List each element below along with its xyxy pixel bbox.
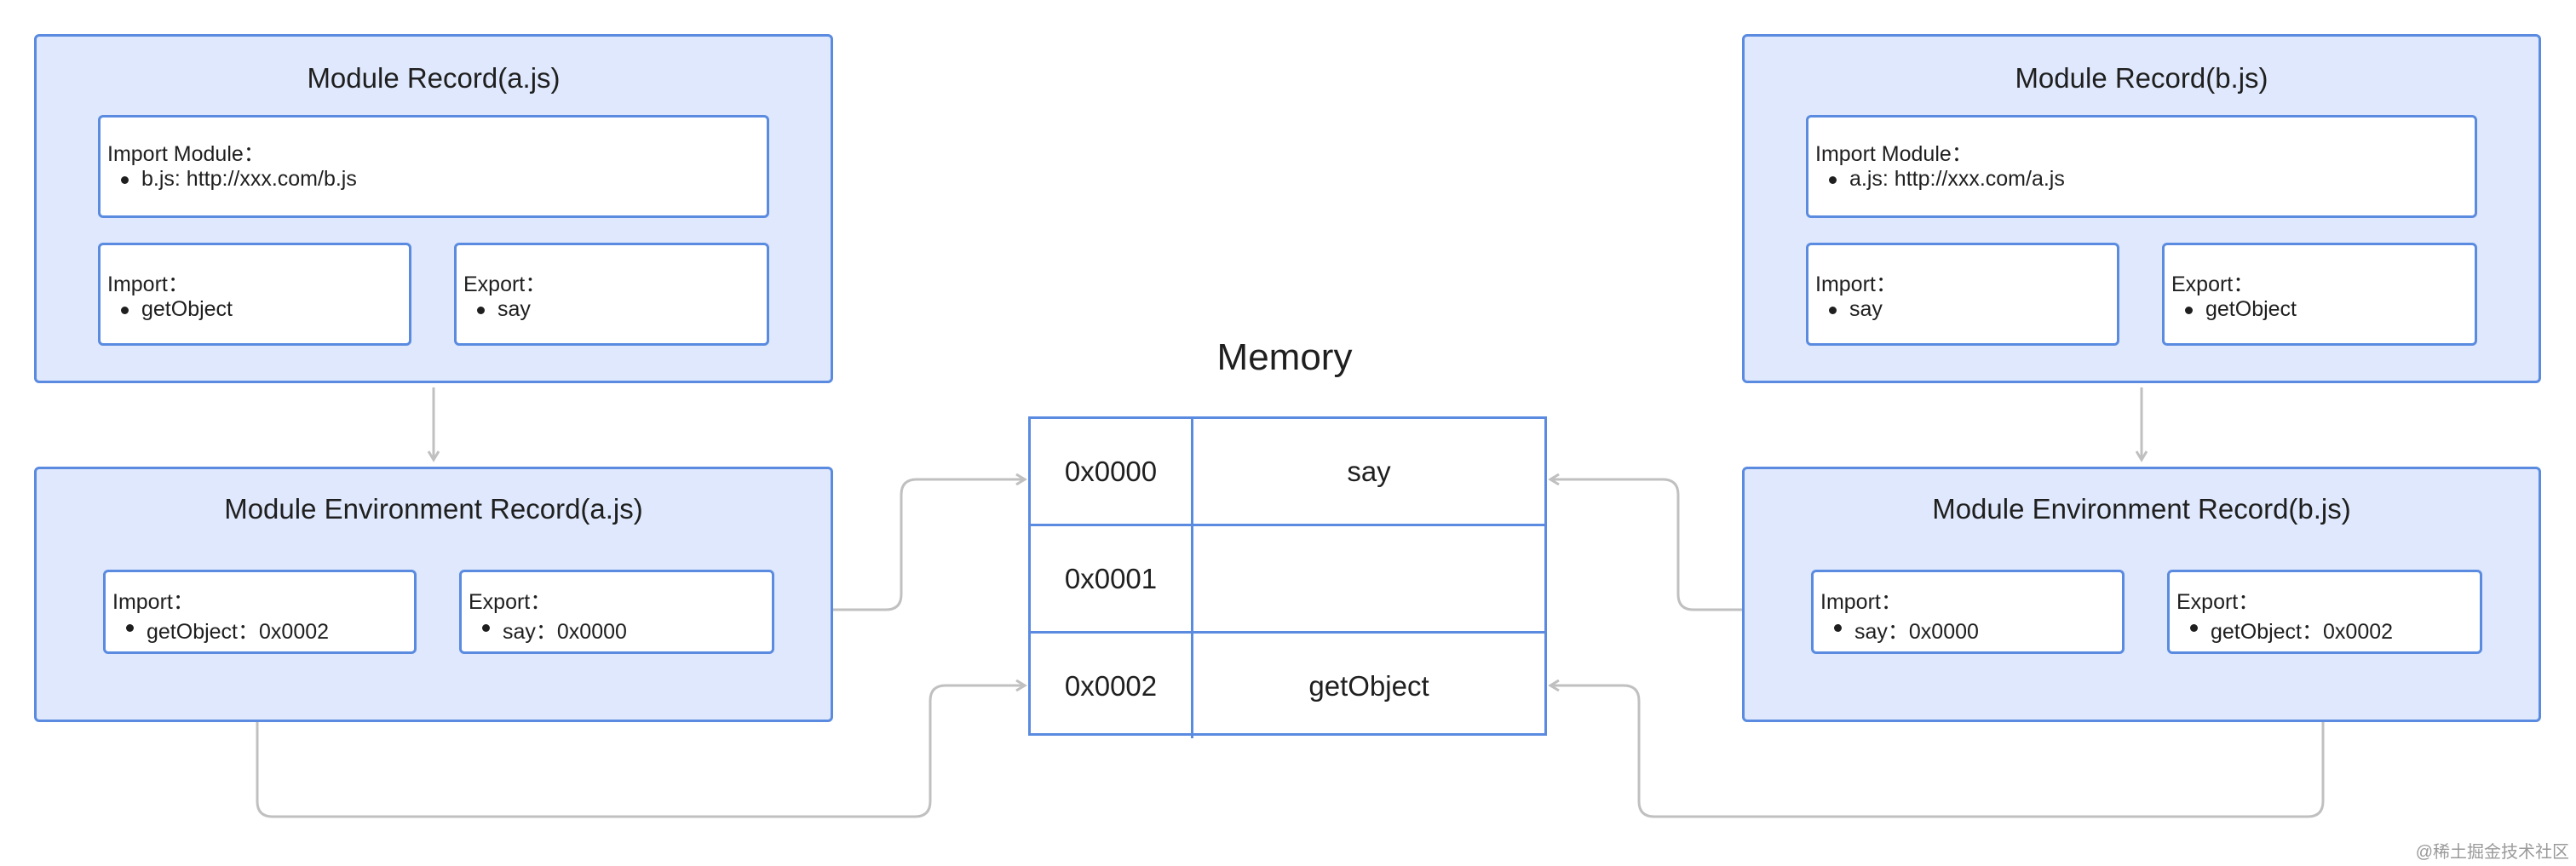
import-label: Import： <box>107 272 189 296</box>
import-module-item: a.js: http://xxx.com/a.js <box>1829 167 2065 191</box>
module-environment-record-b: Module Environment Record(b.js) Import： … <box>1742 467 2541 722</box>
export-label: Export： <box>469 590 552 614</box>
memory-row: 0x0002 getObject <box>1031 634 1544 738</box>
env-import-box-a: Import： getObject：0x0002 <box>103 570 417 654</box>
module-environment-record-a: Module Environment Record(a.js) Import： … <box>34 467 833 722</box>
memory-value: say <box>1347 456 1391 487</box>
arrow-env-a-import-to-0x0002 <box>256 656 1025 818</box>
import-module-label: Import Module： <box>107 142 265 166</box>
import-item: getObject：0x0002 <box>125 615 329 645</box>
import-label: Import： <box>1815 272 1897 296</box>
memory-address: 0x0000 <box>1031 419 1193 524</box>
memory-value <box>1193 526 1544 631</box>
memory-title: Memory <box>1216 336 1353 378</box>
export-item: getObject：0x0002 <box>2189 615 2393 645</box>
import-item: getObject <box>120 297 233 321</box>
export-item: say <box>477 297 531 321</box>
import-module-label: Import Module： <box>1815 142 1973 166</box>
module-record-b-title: Module Record(b.js) <box>2015 62 2268 94</box>
module-record-b: Module Record(b.js) Import Module： a.js:… <box>1742 34 2541 383</box>
export-label: Export： <box>463 272 547 296</box>
env-export-box-b: Export： getObject：0x0002 <box>2167 570 2482 654</box>
import-item: say <box>1829 297 1883 321</box>
import-label: Import： <box>1820 590 1902 614</box>
export-box-b: Export： getObject <box>2162 243 2477 346</box>
module-record-a: Module Record(a.js) Import Module： b.js:… <box>34 34 833 383</box>
env-import-box-b: Import： say：0x0000 <box>1811 570 2125 654</box>
export-item: say：0x0000 <box>482 615 627 645</box>
arrow-env-b-import-to-0x0000 <box>1550 479 1808 611</box>
import-module-box-a: Import Module： b.js: http://xxx.com/b.js <box>98 115 769 218</box>
module-environment-record-a-title: Module Environment Record(a.js) <box>224 493 643 525</box>
memory-row: 0x0000 say <box>1031 419 1544 526</box>
memory-row: 0x0001 <box>1031 526 1544 634</box>
memory-table: 0x0000 say 0x0001 0x0002 getObject <box>1028 416 1547 738</box>
import-item: say：0x0000 <box>1834 615 1979 645</box>
memory-value: getObject <box>1308 670 1429 702</box>
memory-address: 0x0002 <box>1031 634 1193 738</box>
module-record-a-title: Module Record(a.js) <box>307 62 561 94</box>
export-box-a: Export： say <box>454 243 769 346</box>
export-label: Export： <box>2171 272 2255 296</box>
import-module-item: b.js: http://xxx.com/b.js <box>121 167 357 191</box>
arrow-env-a-export-to-0x0000 <box>778 479 1025 611</box>
import-module-box-b: Import Module： a.js: http://xxx.com/a.js <box>1806 115 2477 218</box>
memory-address: 0x0001 <box>1031 526 1193 631</box>
env-export-box-a: Export： say：0x0000 <box>459 570 774 654</box>
watermark: @稀土掘金技术社区 <box>2415 843 2569 862</box>
module-environment-record-b-title: Module Environment Record(b.js) <box>1932 493 2351 525</box>
import-label: Import： <box>112 590 194 614</box>
export-item: getObject <box>2184 297 2297 321</box>
arrow-env-b-export-to-0x0002 <box>1550 656 2325 818</box>
import-box-b: Import： say <box>1806 243 2119 346</box>
import-box-a: Import： getObject <box>98 243 411 346</box>
export-label: Export： <box>2176 590 2260 614</box>
